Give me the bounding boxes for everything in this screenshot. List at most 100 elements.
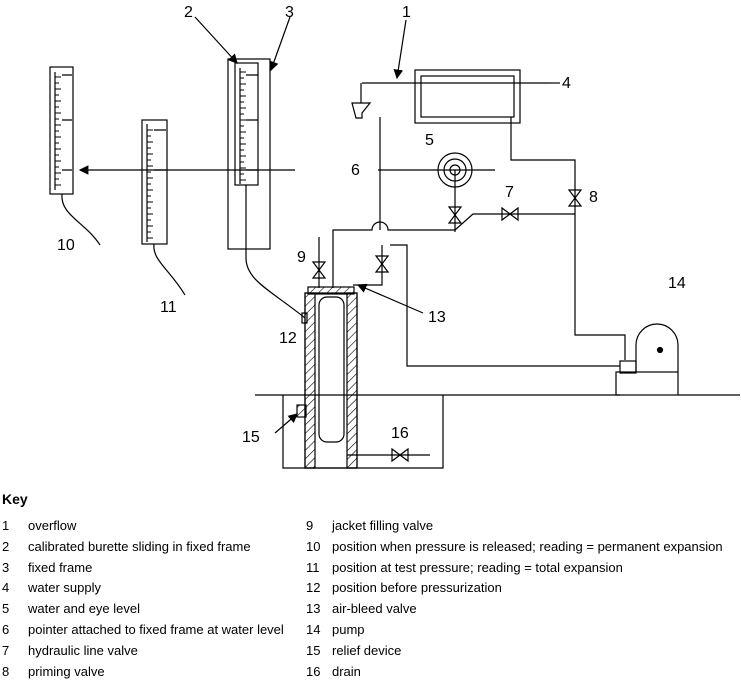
scale-ticks-frame <box>240 71 246 181</box>
key-item-number: 13 <box>306 601 321 617</box>
key-item-text: position when pressure is released; read… <box>332 538 723 554</box>
callout-5: 5 <box>425 132 434 149</box>
fixed-frame <box>227 58 271 250</box>
callout-6: 6 <box>351 162 360 179</box>
scale-ticks-10 <box>55 76 61 186</box>
key-item-number: 8 <box>2 663 10 679</box>
key-item-text: calibrated burette sliding in fixed fram… <box>28 538 251 554</box>
key-item-text: hydraulic line valve <box>28 642 138 658</box>
key-item: 10 position when pressure is released; re… <box>306 537 723 558</box>
key-item: 14 pump <box>306 620 723 641</box>
line-hydraulic <box>332 213 575 288</box>
key-item-text: water supply <box>28 580 101 596</box>
callout-12: 12 <box>279 330 297 347</box>
drain-valve <box>391 447 409 463</box>
key-item-number: 7 <box>2 642 10 658</box>
key-item: 3 fixed frame <box>2 558 284 579</box>
key-item: 12 position before pressurization <box>306 578 723 599</box>
key-item-number: 4 <box>2 580 10 596</box>
callout-1: 1 <box>402 4 411 21</box>
key-item: 15 relief device <box>306 641 723 662</box>
key-item: 11 position at test pressure; reading = t… <box>306 558 723 579</box>
burette-tube-10 <box>61 193 101 246</box>
pump-base <box>615 371 679 396</box>
pointer-marks <box>62 74 258 171</box>
burette-tube-11 <box>153 243 186 296</box>
key-item-text: overflow <box>28 518 77 533</box>
key-item-text: pump <box>332 621 365 637</box>
callout-16: 16 <box>391 425 409 442</box>
key-item-text: relief device <box>332 642 402 658</box>
burette-scale-line <box>54 68 241 242</box>
leader-13 <box>356 283 424 314</box>
relief-device <box>296 404 307 418</box>
callout-7: 7 <box>505 184 514 201</box>
water-supply-inner <box>420 75 515 118</box>
key-item-number: 11 <box>306 559 320 575</box>
burette-position-10 <box>49 66 74 195</box>
test-apparatus-diagram: 1 2 3 4 5 6 7 8 9 10 11 12 13 14 15 16 <box>49 4 740 469</box>
key-title: Key <box>2 491 28 507</box>
leader-3 <box>269 16 291 72</box>
key-item-number: 15 <box>306 642 321 658</box>
key-item: 4 water supply <box>2 578 284 599</box>
key-item-text: fixed frame <box>28 559 93 575</box>
key-item-number: 6 <box>2 621 10 637</box>
callout-11: 11 <box>160 299 177 316</box>
key-item-text: priming valve <box>28 663 105 679</box>
callout-3: 3 <box>285 4 294 21</box>
key-item-number: 1 <box>2 518 10 533</box>
key-item: 7 hydraulic line valve <box>2 641 284 662</box>
pump-motor <box>619 360 637 374</box>
burette-tube-frame <box>245 185 306 319</box>
key-item-text: position before pressurization <box>332 580 502 596</box>
callout-13: 13 <box>428 309 446 326</box>
callout-4: 4 <box>562 75 571 92</box>
leader-2 <box>194 16 238 64</box>
bleed-valve-line <box>374 255 390 273</box>
burette-in-frame <box>234 62 259 186</box>
pump-body <box>635 323 679 372</box>
key-item-number: 5 <box>2 601 10 617</box>
key-item: 8 priming valve <box>2 662 284 683</box>
line-pump-return <box>390 244 620 367</box>
priming-valve <box>567 189 583 207</box>
key-item-number: 16 <box>306 663 321 679</box>
key-item-number: 3 <box>2 559 10 575</box>
cylinder <box>318 296 345 443</box>
jacket-wall-right <box>346 292 358 469</box>
key-item-text: position at test pressure; reading = tot… <box>332 559 623 575</box>
callout-2: 2 <box>184 4 193 21</box>
jacket-filling-valve <box>311 261 327 279</box>
pit <box>282 395 444 469</box>
scale-ticks-11 <box>147 129 153 239</box>
callout-14: 14 <box>668 275 686 292</box>
burette-position-11 <box>141 119 168 245</box>
key-item: 13 air-bleed valve <box>306 599 723 620</box>
callout-8: 8 <box>589 189 598 206</box>
line-priming <box>510 117 626 360</box>
leader-1 <box>393 19 407 80</box>
line-bleed <box>353 245 383 286</box>
callout-15: 15 <box>242 429 260 446</box>
key-item-text: jacket filling valve <box>332 518 434 533</box>
water-supply-box <box>414 69 521 124</box>
key-item-text: air-bleed valve <box>332 601 417 617</box>
pump-shaft <box>656 346 664 354</box>
callout-9: 9 <box>297 249 306 266</box>
leader-15 <box>274 413 298 434</box>
pressure-valve <box>447 206 463 224</box>
key-item-number: 12 <box>306 580 321 596</box>
key-item-text: water and eye level <box>28 601 141 617</box>
key-item: 1 overflow <box>2 516 284 537</box>
overflow-funnel <box>351 102 372 119</box>
jacket-lid <box>307 286 355 295</box>
key-item-number: 14 <box>306 621 321 637</box>
key-item-number: 10 <box>306 538 321 554</box>
